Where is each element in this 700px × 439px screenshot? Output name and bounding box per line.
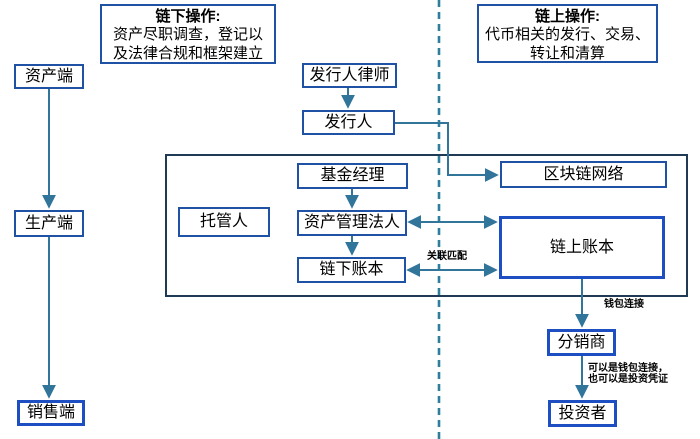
node-issuer-lawyer: 发行人律师 <box>302 63 397 88</box>
node-distributor: 分销商 <box>547 329 616 356</box>
node-issuer: 发行人 <box>302 110 395 135</box>
node-custodian: 托管人 <box>178 207 270 237</box>
onchain-header-title: 链上操作: <box>535 8 600 25</box>
label-distributor-to-investor-line1: 可以是钱包连接， <box>588 363 668 374</box>
onchain-operations-header: 链上操作: 代币相关的发行、交易、 转让和清算 <box>477 4 658 63</box>
node-fund-manager: 基金经理 <box>297 163 408 189</box>
label-wallet-connection: 钱包连接 <box>604 299 644 310</box>
onchain-header-line2: 转让和清算 <box>529 44 605 62</box>
node-investor: 投资者 <box>548 400 617 427</box>
entity-group-container <box>165 154 688 297</box>
onchain-header-line1: 代币相关的发行、交易、 <box>484 26 650 44</box>
offchain-header-title: 链下操作: <box>155 8 221 25</box>
node-onchain-ledger: 链上账本 <box>499 216 665 279</box>
node-offchain-ledger: 链下账本 <box>297 257 406 283</box>
label-distributor-to-investor-line2: 也可以是投资凭证 <box>588 374 668 386</box>
offchain-operations-header: 链下操作: 资产尽职调查，登记以 及法律合规和框架建立 <box>100 4 276 64</box>
label-association-match: 关联匹配 <box>427 251 467 262</box>
offchain-header-line2: 及法律合规和框架建立 <box>112 44 263 62</box>
node-sales-side: 销售端 <box>17 400 85 426</box>
edge-issuer-to-blockchain-network <box>395 122 499 182</box>
label-distributor-to-investor: 可以是钱包连接， 也可以是投资凭证 <box>588 363 668 385</box>
node-asset-side: 资产端 <box>14 64 84 89</box>
node-production-side: 生产端 <box>14 210 84 237</box>
node-blockchain-network: 区块链网络 <box>500 161 667 188</box>
offchain-header-line1: 资产尽职调查，登记以 <box>112 26 263 44</box>
node-asset-management-entity: 资产管理法人 <box>297 210 407 236</box>
